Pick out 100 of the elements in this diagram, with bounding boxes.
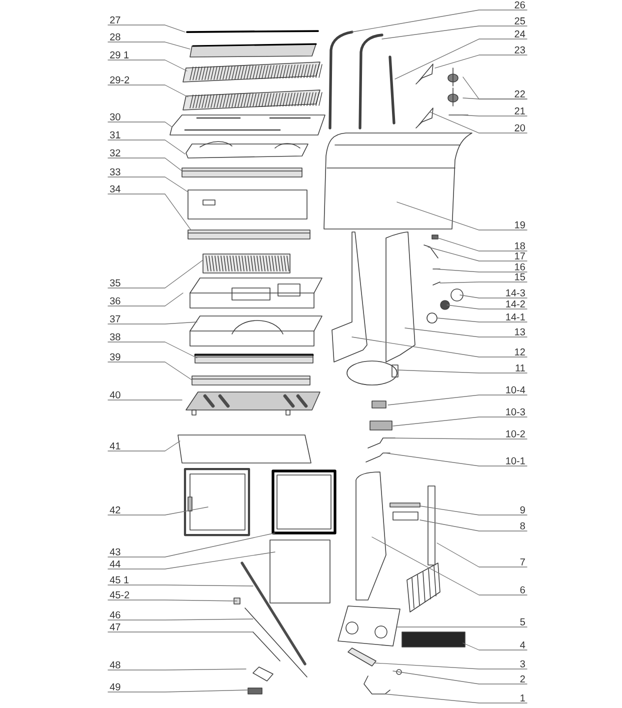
- callout-number: 25: [514, 17, 525, 24]
- leader-line: [392, 670, 528, 684]
- leader-line: [108, 532, 276, 558]
- callout-number: 14-2: [506, 300, 525, 308]
- callout-number: 12: [515, 348, 525, 356]
- leader-line: [436, 318, 528, 322]
- leader-line: [352, 336, 528, 358]
- callout-number: 28: [110, 33, 120, 40]
- callout-number: 23: [514, 46, 525, 54]
- callout-number: 2: [520, 675, 525, 682]
- callout-number: 40: [110, 391, 120, 398]
- leader-line: [108, 24, 186, 32]
- leader-line: [108, 342, 198, 358]
- leader-line: [108, 158, 182, 172]
- callout-number: 45 1: [110, 576, 129, 584]
- leader-line: [430, 112, 528, 134]
- leader-line: [108, 600, 238, 602]
- leader-line: [462, 642, 528, 650]
- callout-number: 33: [110, 168, 120, 176]
- leader-line: [446, 304, 528, 310]
- leader-line: [108, 362, 192, 380]
- callout-number: 26: [514, 1, 525, 8]
- callout-number: 11: [516, 364, 525, 372]
- callout-number: 10-1: [506, 457, 525, 464]
- callout-number: 10-2: [506, 430, 525, 438]
- leader-line: [108, 584, 254, 586]
- callout-number: 14-1: [506, 314, 525, 320]
- leader-line: [108, 140, 186, 154]
- leader-line: [434, 236, 528, 252]
- callout-number: 4: [520, 642, 526, 648]
- callout-number: 35: [110, 279, 120, 286]
- leader-line: [108, 440, 180, 452]
- callout-number: 46: [110, 611, 120, 618]
- leader-line: [396, 370, 528, 374]
- callout-number: 29-2: [110, 76, 130, 84]
- callout-number: 16: [515, 263, 525, 270]
- leader-line: [396, 626, 528, 628]
- leader-line: [384, 452, 528, 466]
- callout-number: 1: [520, 694, 525, 702]
- leader-line: [384, 694, 528, 704]
- callout-number: 10-3: [506, 408, 525, 416]
- callout-number: 43: [110, 548, 120, 556]
- callout-number: 17: [515, 252, 525, 260]
- callout-number: 13: [515, 328, 525, 336]
- callout-number: 5: [520, 618, 525, 626]
- callout-number: 42: [110, 506, 120, 514]
- leader-line: [462, 98, 528, 100]
- leader-line: [460, 114, 528, 116]
- callout-number: 22: [514, 90, 525, 98]
- callout-number: 20: [514, 124, 525, 132]
- leader-line: [394, 38, 528, 80]
- callout-number: 3: [520, 660, 525, 668]
- leader-line: [420, 520, 528, 532]
- leader-line: [382, 26, 528, 40]
- callout-number: 7: [520, 558, 525, 566]
- callout-number: 10-4: [506, 386, 526, 394]
- callout-number: 29 1: [110, 51, 129, 58]
- leader-line: [108, 194, 192, 230]
- callout-number: 39: [110, 353, 120, 360]
- callout-number: 41: [110, 442, 120, 450]
- callout-number: 49: [110, 683, 120, 690]
- leader-line: [108, 84, 188, 98]
- callout-number: 8: [520, 522, 525, 530]
- callout-number: 19: [515, 221, 525, 228]
- callout-number: 37: [110, 315, 120, 322]
- callout-number: 48: [110, 661, 120, 668]
- callout-number: 21: [514, 107, 525, 114]
- leader-line: [108, 42, 190, 50]
- callout-number: 27: [110, 16, 120, 24]
- callout-number: 24: [514, 30, 526, 38]
- leader-line: [108, 322, 198, 324]
- leader-line: [460, 294, 528, 298]
- leader-line: [434, 268, 528, 272]
- leader-line: [108, 292, 184, 306]
- callout-number: 6: [520, 586, 525, 594]
- leader-line: [392, 416, 528, 426]
- leader-line: [388, 394, 528, 406]
- callout-number: 44: [110, 560, 120, 568]
- callout-number: 45-2: [110, 591, 130, 598]
- leader-line: [108, 176, 188, 192]
- leader-line: [436, 542, 528, 568]
- leader-line: [440, 282, 528, 284]
- leader-line: [108, 690, 248, 692]
- leader-line: [352, 10, 528, 32]
- leader-line: [108, 668, 246, 670]
- leader-line: [108, 506, 208, 516]
- callout-number: 15: [515, 273, 525, 280]
- leader-line: [372, 536, 528, 596]
- callout-number: 30: [110, 113, 120, 120]
- leader-line: [420, 506, 528, 516]
- leader-line: [396, 202, 528, 230]
- leader-line: [428, 246, 528, 262]
- callout-number: 9: [520, 506, 525, 514]
- leader-line: [108, 122, 172, 128]
- leader-line: [374, 662, 528, 670]
- leader-line: [386, 438, 528, 440]
- callout-number: 18: [515, 242, 525, 250]
- callout-number: 38: [110, 333, 120, 340]
- leader-line: [108, 260, 204, 288]
- leader-line: [108, 552, 276, 570]
